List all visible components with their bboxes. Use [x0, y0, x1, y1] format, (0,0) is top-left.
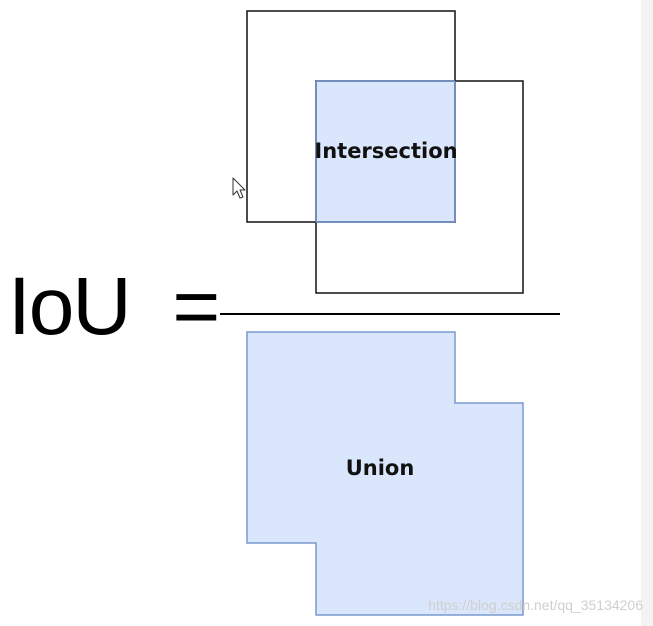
union-region [246, 331, 524, 616]
watermark-text: https://blog.csdn.net/qq_35134206 [428, 597, 643, 613]
numerator-boxes: Intersection [246, 10, 524, 294]
intersection-label: Intersection [314, 139, 457, 163]
equals-sign: = [172, 261, 220, 352]
iou-symbol: IoU [8, 261, 132, 352]
mouse-pointer-icon [232, 177, 246, 199]
denominator-union: Union [246, 331, 524, 616]
screen-edge [641, 0, 653, 626]
fraction-bar [220, 313, 560, 315]
union-label: Union [346, 456, 415, 480]
iou-equation-lhs: IoU = [8, 261, 220, 352]
